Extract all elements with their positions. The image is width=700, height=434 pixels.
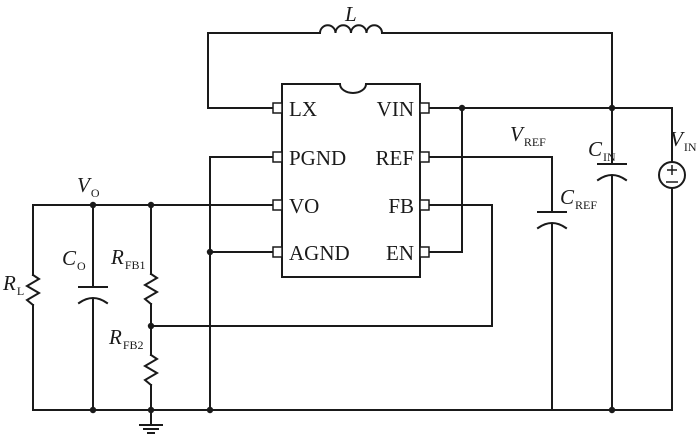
resistor-rl [25,273,41,307]
junction-vo-rfb1 [147,201,155,209]
pin-agnd-label: AGND [289,241,350,265]
wire-inductor-to-vin [381,32,613,109]
resistor-rfb1 [143,272,159,306]
wire-en-to-vin [428,107,463,253]
pin-ref-box [419,151,430,163]
label-vref: VREF [510,122,546,149]
capacitor-cin-plate-bottom [596,174,628,182]
junction-gnd-cin [608,406,616,414]
label-cin: CIN [588,137,616,164]
resistor-rfb2 [143,353,159,387]
pin-vo-box [272,199,283,211]
pin-agnd-box [272,246,283,258]
pin-fb-box [419,199,430,211]
wire-ref [428,156,553,213]
pin-lx-label: LX [289,97,317,121]
wire-lx-to-inductor [207,32,321,109]
label-cref: CREF [560,185,597,212]
label-rl: RL [2,271,24,298]
pin-vin-label: VIN [377,97,414,121]
label-co: CO [62,246,86,273]
vin-source-circle [658,161,686,189]
junction-agnd-pgnd [206,248,214,256]
pin-en-box [419,246,430,258]
junction-gnd-rfb2 [147,406,155,414]
pin-vin-box [419,102,430,114]
label-inductor: L [344,2,357,26]
pin-pgnd-label: PGND [289,146,346,170]
ic-body [281,83,421,278]
pin-vo-label: VO [289,194,319,218]
label-rfb1: RFB1 [110,245,146,272]
junction-vo-co [89,201,97,209]
label-vin: VIN [670,127,697,154]
inductor-coil [318,24,384,35]
pin-en-label: EN [386,241,414,265]
capacitor-co-plate-bottom [77,297,109,305]
pin-ref-label: REF [375,146,414,170]
junction-gnd-co [89,406,97,414]
label-vo: VO [77,173,100,200]
wire-pgnd [209,156,274,411]
pin-lx-box [272,102,283,114]
ground-symbol [139,424,163,434]
label-rfb2: RFB2 [108,325,144,352]
pin-fb-label: FB [388,194,414,218]
junction-vin-en [458,104,466,112]
pin-pgnd-box [272,151,283,163]
capacitor-cref-plate-bottom [536,222,568,230]
wire-fb [150,204,493,327]
junction-gnd-pgnd [206,406,214,414]
junction-fb-divider [147,322,155,330]
junction-vin-cin [608,104,616,112]
